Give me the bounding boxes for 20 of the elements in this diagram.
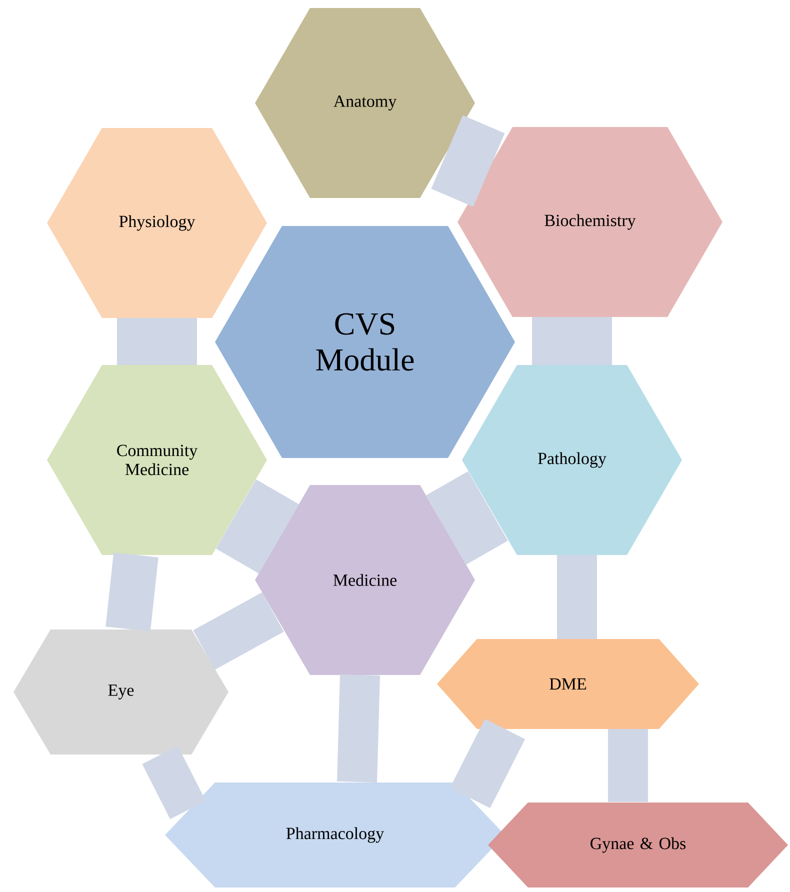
connector — [426, 471, 508, 565]
connector — [193, 592, 284, 670]
hexagon: Pharmacology — [165, 782, 505, 888]
connector — [608, 729, 648, 802]
hexagon: Community Medicine — [47, 365, 267, 555]
connector — [532, 317, 612, 365]
hexagon: Anatomy — [255, 8, 475, 198]
connector — [117, 318, 197, 365]
connector — [106, 552, 158, 632]
hexagon: CVS Module — [215, 226, 515, 458]
hexagon: Medicine — [255, 485, 475, 675]
connector — [142, 746, 206, 820]
hexagon: Gynae & Obs — [488, 802, 788, 888]
connector — [557, 555, 597, 639]
hexagon: Physiology — [47, 128, 267, 318]
hexagon: Pathology — [462, 365, 682, 555]
connector — [216, 479, 300, 574]
hexagon: Biochemistry — [458, 127, 722, 317]
hexagon: DME — [437, 639, 699, 729]
hexagon: Eye — [14, 630, 228, 754]
